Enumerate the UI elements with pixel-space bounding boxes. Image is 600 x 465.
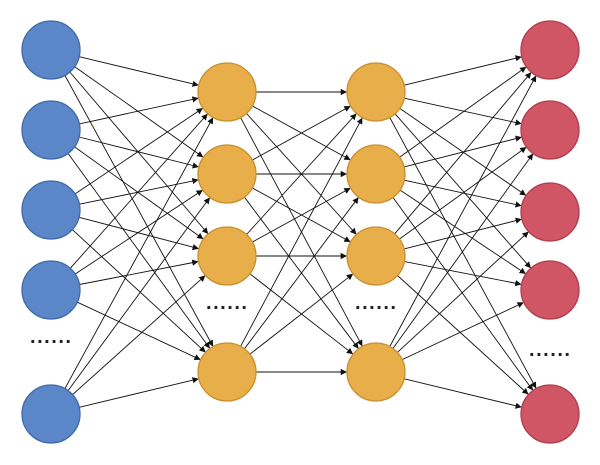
- edge-input-layer-2-to-hidden-layer-1-4: [67, 153, 211, 349]
- network-nodes: [21, 20, 580, 444]
- edge-input-layer-4-to-hidden-layer-1-3: [79, 259, 199, 285]
- edge-hidden-layer-2-3-to-output-layer-3: [403, 217, 523, 250]
- connection-edges: [64, 55, 537, 409]
- edge-hidden-layer-1-2-to-hidden-layer-2-1: [252, 105, 351, 161]
- hidden-layer-1-node-1: [197, 62, 257, 122]
- edge-input-layer-5-to-hidden-layer-1-1: [64, 117, 214, 389]
- input-layer-node-1: [21, 20, 81, 80]
- edge-hidden-layer-2-4-to-output-layer-4: [402, 301, 524, 361]
- edge-hidden-layer-1-4-to-hidden-layer-2-1: [240, 117, 363, 347]
- edge-hidden-layer-2-1-to-output-layer-5: [389, 117, 537, 389]
- edge-input-layer-5-to-hidden-layer-1-4: [79, 377, 199, 408]
- output-layer-node-3: [520, 182, 580, 242]
- input-layer-node-4: [21, 260, 81, 320]
- edge-hidden-layer-1-3-to-hidden-layer-2-2: [252, 187, 351, 243]
- ellipsis-markers: ........................: [30, 294, 571, 360]
- edge-input-layer-2-to-hidden-layer-1-2: [78, 136, 200, 169]
- hidden-layer-2-ellipsis: ......: [355, 294, 397, 313]
- input-layer-ellipsis: ......: [30, 328, 72, 347]
- edge-hidden-layer-2-1-to-output-layer-1: [404, 55, 522, 86]
- edge-input-layer-5-to-hidden-layer-1-3: [72, 275, 206, 395]
- edge-hidden-layer-2-4-to-output-layer-5: [404, 378, 522, 409]
- edge-input-layer-4-to-hidden-layer-1-2: [74, 189, 204, 275]
- edge-hidden-layer-2-1-to-output-layer-2: [404, 97, 522, 126]
- input-layer-node-2: [21, 100, 81, 160]
- edge-input-layer-1-to-hidden-layer-1-3: [69, 71, 209, 235]
- hidden-layer-2-node-4: [346, 342, 406, 402]
- output-layer-node-2: [520, 100, 580, 160]
- edge-hidden-layer-2-4-to-output-layer-3: [396, 231, 530, 353]
- edge-input-layer-2-to-hidden-layer-1-3: [74, 146, 204, 240]
- edge-hidden-layer-2-2-to-output-layer-4: [399, 189, 527, 275]
- input-layer-node-3: [21, 180, 81, 240]
- edge-input-layer-1-to-hidden-layer-1-2: [74, 66, 204, 158]
- edge-input-layer-4-to-hidden-layer-1-1: [69, 113, 209, 269]
- input-layer-node-5: [21, 384, 81, 444]
- hidden-layer-1-node-2: [197, 144, 257, 204]
- edge-hidden-layer-2-1-to-output-layer-4: [394, 113, 532, 269]
- output-layer-ellipsis: ......: [529, 341, 571, 360]
- hidden-layer-2-node-3: [346, 226, 406, 286]
- edge-hidden-layer-1-4-to-hidden-layer-2-2: [244, 196, 359, 350]
- edge-input-layer-1-to-hidden-layer-1-4: [64, 75, 214, 347]
- edge-input-layer-3-to-hidden-layer-1-3: [78, 216, 200, 251]
- hidden-layer-1-node-4: [197, 342, 257, 402]
- edge-input-layer-3-to-hidden-layer-1-2: [79, 177, 199, 205]
- edge-hidden-layer-1-4-to-hidden-layer-2-3: [249, 273, 354, 355]
- edge-hidden-layer-1-3-to-hidden-layer-2-1: [246, 113, 357, 235]
- edge-hidden-layer-2-2-to-output-layer-5: [392, 197, 534, 391]
- hidden-layer-1-node-3: [197, 226, 257, 286]
- output-layer-node-1: [520, 20, 580, 80]
- edge-hidden-layer-2-4-to-output-layer-2: [392, 153, 534, 349]
- edge-hidden-layer-2-3-to-output-layer-4: [404, 261, 522, 287]
- edge-hidden-layer-2-4-to-output-layer-1: [389, 75, 537, 347]
- edge-hidden-layer-2-2-to-output-layer-1: [399, 66, 527, 158]
- output-layer-node-4: [520, 260, 580, 320]
- edge-input-layer-1-to-hidden-layer-1-1: [79, 56, 199, 87]
- hidden-layer-2-node-1: [346, 62, 406, 122]
- output-layer-node-5: [520, 384, 580, 444]
- edge-hidden-layer-2-3-to-output-layer-2: [399, 146, 527, 240]
- edge-input-layer-3-to-hidden-layer-1-1: [74, 107, 204, 195]
- edge-hidden-layer-2-3-to-output-layer-5: [397, 275, 529, 395]
- edge-input-layer-3-to-hidden-layer-1-4: [71, 229, 207, 353]
- edge-input-layer-5-to-hidden-layer-1-2: [67, 197, 211, 391]
- edge-input-layer-4-to-hidden-layer-1-4: [77, 301, 201, 361]
- edge-hidden-layer-2-3-to-output-layer-1: [394, 71, 532, 235]
- edge-hidden-layer-2-2-to-output-layer-2: [403, 135, 523, 168]
- hidden-layer-1-ellipsis: ......: [206, 294, 248, 313]
- edge-input-layer-2-to-hidden-layer-1-1: [79, 96, 199, 125]
- hidden-layer-2-node-2: [346, 144, 406, 204]
